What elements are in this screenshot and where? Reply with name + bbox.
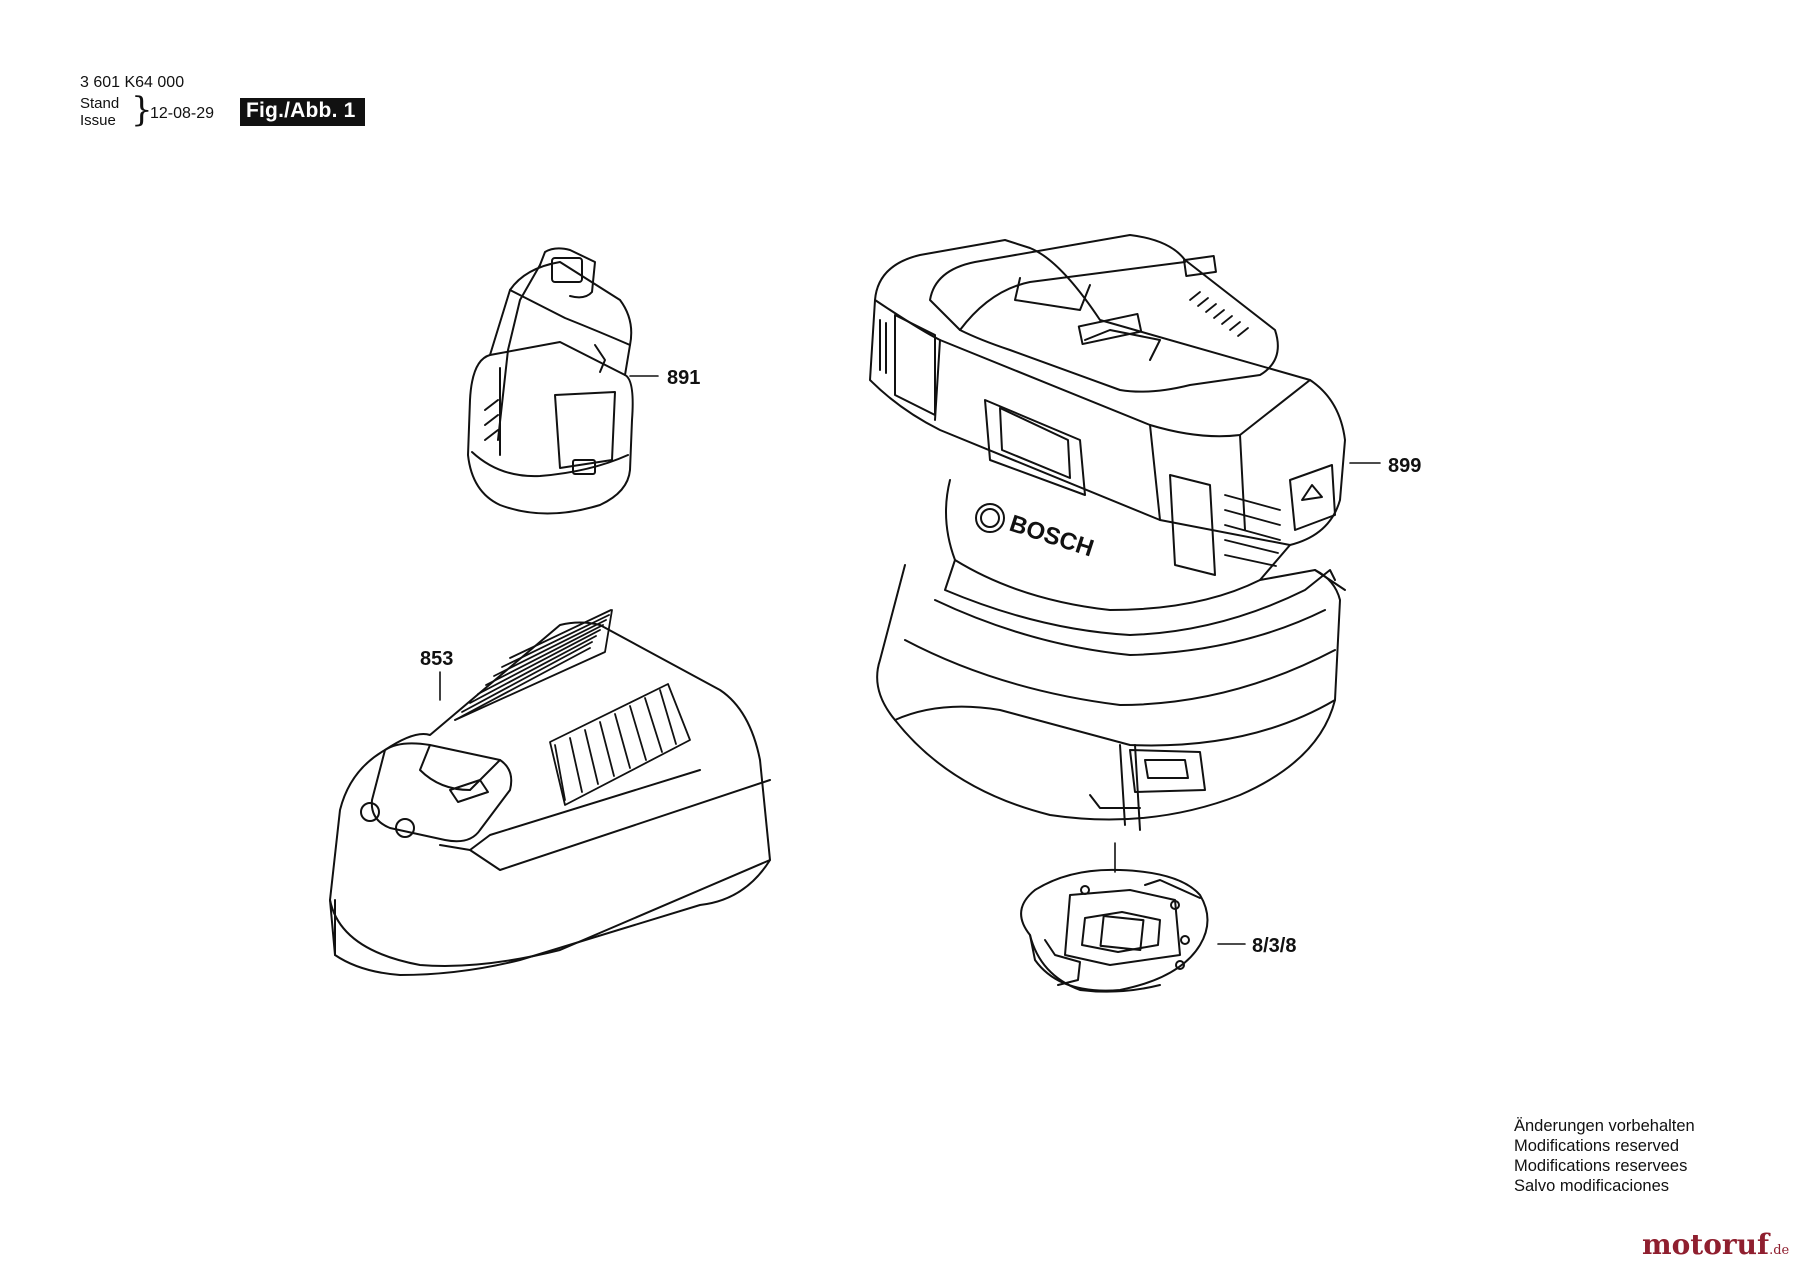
charger-drawing (329, 609, 771, 976)
charger-vent-grille-side (549, 683, 691, 806)
issue-date: 12-08-29 (150, 105, 215, 122)
laser-top-vents (1189, 291, 1249, 337)
watermark-text: motoruf (1642, 1228, 1770, 1261)
floor-laser-drawing: BOSCH (869, 234, 1346, 831)
brand-logo-text: BOSCH (1006, 510, 1097, 562)
laser-side-vents (1224, 494, 1281, 567)
drawing-header: 3 601 K64 000 Stand Issue } 12-08-29 Fig… (80, 72, 480, 142)
watermark-logo: motoruf.de (1642, 1228, 1789, 1261)
figure-label: Fig./Abb. 1 (240, 98, 365, 126)
base-plate-drawing (1020, 868, 1209, 993)
callout-853: 853 (420, 648, 453, 670)
part-number: 3 601 K64 000 (80, 74, 185, 91)
note-line-de: Änderungen vorbehalten (1514, 1117, 1695, 1135)
stand-label: Stand (80, 95, 120, 112)
watermark-suffix: .de (1769, 1243, 1790, 1258)
callout-8-3-8: 8/3/8 (1252, 935, 1296, 957)
callout-899: 899 (1388, 455, 1421, 477)
bracket-glyph: } (131, 90, 153, 130)
note-line-es: Salvo modificaciones (1514, 1177, 1669, 1195)
charger-vent-grille-top (454, 609, 613, 721)
revision-notes: Änderungen vorbehalten Modifications res… (1514, 1116, 1695, 1196)
callout-891: 891 (667, 367, 700, 389)
callout-leaders (439, 375, 1381, 945)
issue-label: Issue (80, 112, 116, 129)
note-line-en: Modifications reserved (1514, 1137, 1680, 1155)
note-line-fr: Modifications reservees (1514, 1157, 1688, 1175)
battery-pack-drawing (467, 247, 634, 515)
